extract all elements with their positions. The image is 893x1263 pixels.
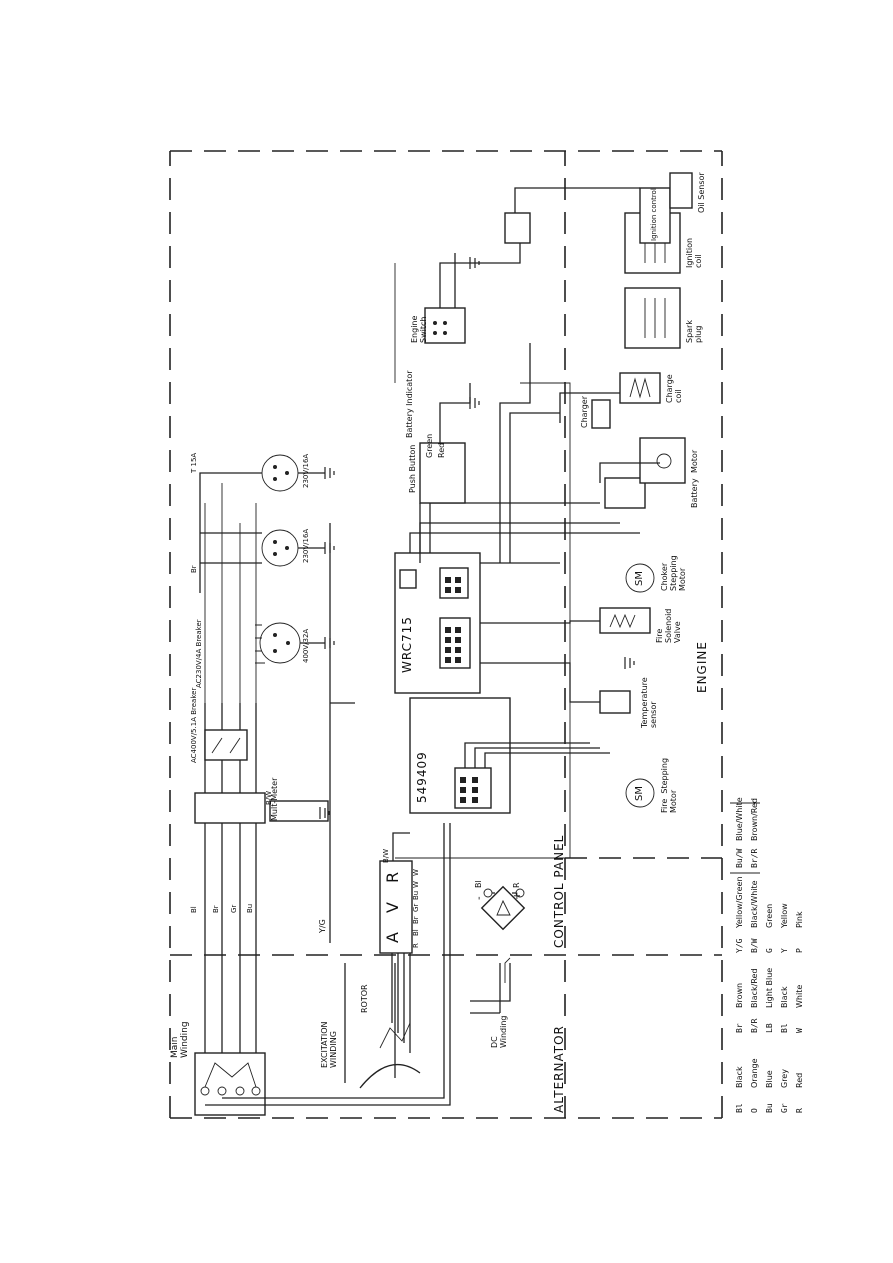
excitation-winding	[205, 823, 451, 1106]
oil-sensor	[669, 172, 693, 209]
starter-motor	[639, 437, 686, 484]
multimeter-box	[194, 792, 266, 824]
charger	[591, 399, 611, 429]
push-button	[419, 442, 466, 504]
dc-winding	[470, 957, 511, 1014]
spark-plug	[624, 287, 681, 349]
avr-box	[379, 860, 413, 954]
choker-stepping-motor	[625, 563, 655, 593]
battery	[604, 477, 646, 509]
fire-stepping-motor	[625, 778, 655, 808]
engine-connector	[504, 212, 531, 244]
main-winding	[194, 823, 266, 1116]
ignition-control	[639, 187, 671, 244]
